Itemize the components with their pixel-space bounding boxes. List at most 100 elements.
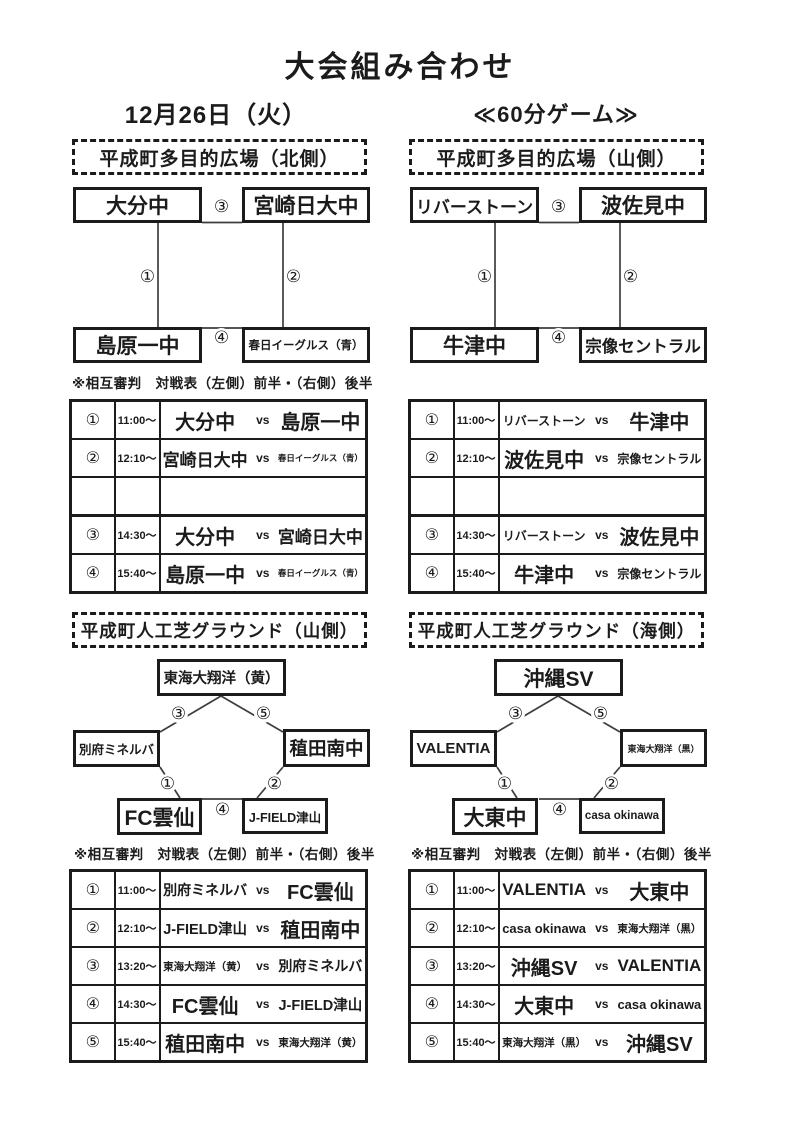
section-north-field: 平成町多目的広場（北側） 大分中 宮崎日大中 島原一中 春日イーグルス（青） ①… <box>69 139 370 365</box>
away-team: 稙田南中 <box>280 919 361 942</box>
home-team: 別府ミネルバ <box>163 882 248 898</box>
team-box: 波佐見中 <box>579 187 707 223</box>
team-label: FC雲仙 <box>124 806 195 830</box>
cell-time: 14:30～ <box>452 984 500 1024</box>
date-heading: 12月26日（火） <box>124 102 308 129</box>
match-number-circle: ① <box>475 267 494 286</box>
team-box: 沖縄SV <box>494 659 623 696</box>
match-number-circle: ② <box>265 774 284 793</box>
team-label: 島原一中 <box>95 335 180 358</box>
table-row-empty <box>408 476 707 517</box>
cell-time: 15:40～ <box>113 1022 161 1063</box>
away-team: 別府ミネルバ <box>278 958 363 974</box>
cell-time <box>113 476 161 517</box>
section-turf-sea: 平成町人工芝グラウンド（海側） 沖縄SV VALENTIA 東海大翔洋（黒） 大… <box>406 612 711 864</box>
cell-time: 12:10～ <box>113 438 161 478</box>
cell-match: 東海大翔洋（黄） vs 別府ミネルバ <box>158 946 368 986</box>
referee-note: ※相互審判 対戦表（左側）前半・（右側）後半 <box>74 847 375 862</box>
cell-match-number: ③ <box>408 514 455 555</box>
team-box: 春日イーグルス（青） <box>242 327 370 363</box>
cell-match: 別府ミネルバ vs FC雲仙 <box>158 869 368 910</box>
venue-label: 平成町人工芝グラウンド（山側） <box>80 620 359 641</box>
cell-match-number: ③ <box>69 946 116 986</box>
venue-box: 平成町人工芝グラウンド（山側） <box>72 612 367 648</box>
team-box: 牛津中 <box>410 327 539 363</box>
match-number-circle: ③ <box>549 197 568 216</box>
team-box: 別府ミネルバ <box>73 730 160 767</box>
cell-match-number: ① <box>69 399 116 440</box>
section-turf-mountain: 平成町人工芝グラウンド（山側） 東海大翔洋（黄） 別府ミネルバ 稙田南中 FC雲… <box>69 612 374 864</box>
team-label: casa okinawa <box>584 810 660 822</box>
vs-label: vs <box>595 1035 609 1049</box>
cell-time: 12:10～ <box>113 908 161 948</box>
team-label: 大分中 <box>106 195 169 218</box>
cell-time: 12:10～ <box>452 438 500 478</box>
team-box: J-FIELD津山 <box>242 798 328 834</box>
vs-label: vs <box>256 921 270 935</box>
away-team: 宮崎日大中 <box>277 527 363 547</box>
vs-label: vs <box>595 451 609 465</box>
home-team: 東海大翔洋（黒） <box>502 1036 587 1049</box>
team-label: J-FIELD津山 <box>248 810 322 825</box>
vs-label: vs <box>256 566 270 580</box>
cell-match-number: ⑤ <box>408 1022 455 1063</box>
cell-match-number: ① <box>408 869 455 910</box>
cell-time: 11:00～ <box>452 399 500 440</box>
home-team: 東海大翔洋（黄） <box>163 960 248 973</box>
team-box: 宮崎日大中 <box>242 187 370 223</box>
cell-match-number: ④ <box>408 984 455 1024</box>
match-number-circle: ① <box>138 267 157 286</box>
team-label: 大東中 <box>463 806 527 830</box>
away-team: 東海大翔洋（黒） <box>617 922 702 935</box>
cell-match-number: ④ <box>408 553 455 594</box>
away-team: 島原一中 <box>280 411 361 434</box>
vs-label: vs <box>256 883 270 897</box>
vs-label: vs <box>256 1035 270 1049</box>
venue-box: 平成町多目的広場（山側） <box>409 139 704 175</box>
team-box: FC雲仙 <box>117 798 202 835</box>
match-number-circle: ② <box>602 774 621 793</box>
cell-time: 11:00～ <box>452 869 500 910</box>
match-number-circle: ④ <box>213 800 232 819</box>
away-team: 春日イーグルス（青） <box>277 453 363 463</box>
match-number-circle: ② <box>284 267 303 286</box>
home-team: リバーストーン <box>502 413 586 428</box>
team-box: VALENTIA <box>410 730 497 767</box>
cell-match-number: ② <box>69 908 116 948</box>
match-number-circle: ③ <box>212 197 231 216</box>
cell-match-number: ① <box>408 399 455 440</box>
match-number-circle: ⑤ <box>591 704 610 723</box>
team-box: 宗像セントラル <box>579 327 707 363</box>
page-title: 大会組み合わせ <box>284 51 516 84</box>
cell-match <box>158 476 368 517</box>
bracket-lines <box>494 221 621 329</box>
team-label: 春日イーグルス（青） <box>248 340 364 352</box>
cell-match-number: ② <box>408 438 455 478</box>
team-box: 島原一中 <box>73 327 202 363</box>
match-number-circle: ① <box>495 774 514 793</box>
home-team: 大東中 <box>514 995 575 1018</box>
team-label: 宮崎日大中 <box>253 195 359 218</box>
team-box: 東海大翔洋（黒） <box>620 729 707 767</box>
vs-label: vs <box>256 959 270 973</box>
cell-time: 11:00～ <box>113 869 161 910</box>
away-team: FC雲仙 <box>287 881 354 904</box>
team-box: 稙田南中 <box>283 729 370 767</box>
